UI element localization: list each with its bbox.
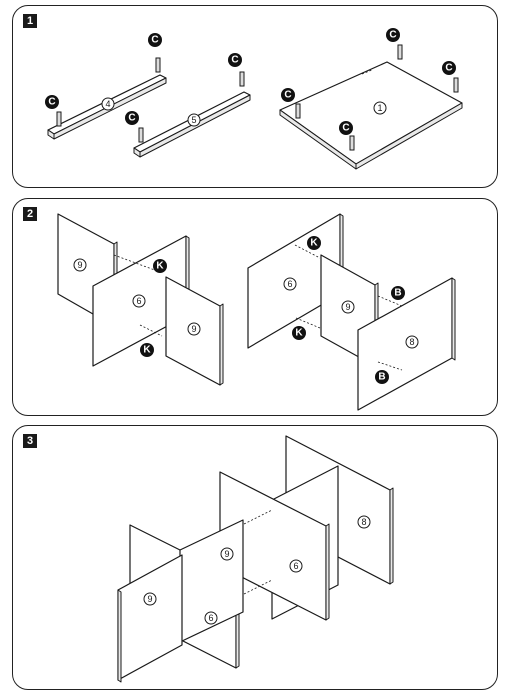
part-label-8: 8 [405, 335, 419, 349]
hardware-k-label: K [140, 343, 154, 357]
svg-text:5: 5 [191, 115, 196, 125]
svg-text:K: K [310, 238, 318, 249]
svg-text:C: C [231, 55, 238, 66]
svg-text:K: K [295, 328, 303, 339]
hardware-b-label: B [391, 286, 405, 300]
hardware-k-label: K [153, 259, 167, 273]
svg-text:9: 9 [191, 324, 196, 334]
part-label-6: 6 [283, 277, 297, 291]
svg-text:6: 6 [136, 296, 141, 306]
part-label-8: 8 [357, 515, 371, 529]
step-number-badge: 1 [23, 14, 37, 28]
svg-text:8: 8 [361, 517, 366, 527]
svg-text:C: C [445, 63, 452, 74]
svg-text:9: 9 [345, 302, 350, 312]
hardware-c-label: C [339, 121, 353, 135]
hardware-c-label: C [45, 95, 59, 109]
part-label-1: 1 [373, 101, 387, 115]
svg-text:C: C [48, 97, 55, 108]
svg-text:9: 9 [224, 549, 229, 559]
part-label-9: 9 [341, 300, 355, 314]
svg-text:6: 6 [293, 561, 298, 571]
part-label-5: 5 [187, 113, 201, 127]
svg-text:C: C [151, 35, 158, 46]
panel-1 [279, 61, 463, 170]
svg-text:C: C [284, 90, 291, 101]
dowel-pin [56, 57, 161, 127]
svg-text:B: B [378, 372, 385, 383]
hardware-c-label: C [148, 33, 162, 47]
svg-text:1: 1 [377, 103, 382, 113]
part-label-9: 9 [220, 547, 234, 561]
svg-text:6: 6 [287, 279, 292, 289]
hardware-c-label: C [125, 111, 139, 125]
svg-text:B: B [394, 288, 401, 299]
panel-9 [117, 554, 183, 683]
hardware-c-label: C [281, 88, 295, 102]
dowel-pin [295, 44, 459, 151]
hardware-b-label: B [375, 370, 389, 384]
svg-text:8: 8 [409, 337, 414, 347]
svg-text:C: C [342, 123, 349, 134]
svg-text:K: K [156, 261, 164, 272]
part-label-9: 9 [187, 322, 201, 336]
svg-text:C: C [389, 30, 396, 41]
part-label-6: 6 [204, 611, 218, 625]
hardware-k-label: K [292, 326, 306, 340]
svg-text:C: C [128, 113, 135, 124]
part-label-9: 9 [73, 258, 87, 272]
step-number-badge: 3 [23, 434, 37, 448]
hardware-c-label: C [442, 61, 456, 75]
svg-text:9: 9 [77, 260, 82, 270]
step-number-badge: 2 [23, 207, 37, 221]
part-label-9: 9 [143, 592, 157, 606]
svg-text:6: 6 [208, 613, 213, 623]
dowel-pin [138, 71, 245, 143]
part-label-6: 6 [289, 559, 303, 573]
svg-text:9: 9 [147, 594, 152, 604]
svg-text:K: K [143, 345, 151, 356]
hardware-c-label: C [386, 28, 400, 42]
part-label-4: 4 [101, 97, 115, 111]
part-label-6: 6 [132, 294, 146, 308]
hardware-c-label: C [228, 53, 242, 67]
svg-text:4: 4 [105, 99, 110, 109]
hardware-k-label: K [307, 236, 321, 250]
